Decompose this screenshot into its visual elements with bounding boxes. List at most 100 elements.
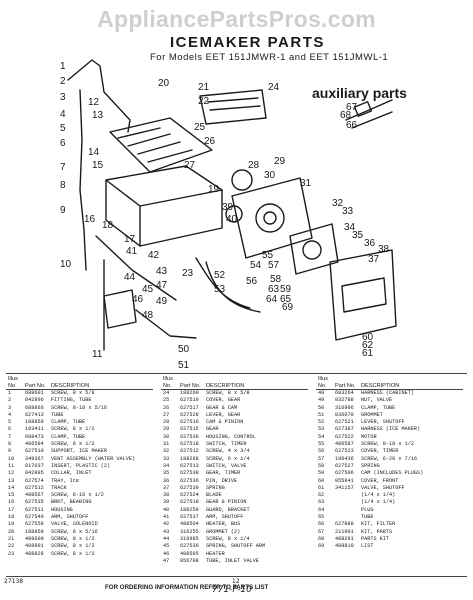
cell-part-no: 627517 <box>180 404 199 411</box>
cell-illus-no: 27 <box>163 411 170 418</box>
cell-part-no: 188259 <box>180 506 199 513</box>
cell-illus-no: 9 <box>8 448 12 455</box>
cell-part-no: 688866 <box>25 404 44 411</box>
cell-description: SCREW, 8 x 1/4 <box>206 535 250 542</box>
cell-description: SCREW, 8 x 1/2 <box>51 550 95 557</box>
cell-illus-no: 25 <box>163 397 170 404</box>
cell-description: KIT, PARTS <box>361 528 393 535</box>
header-description: DESCRIPTION <box>206 382 245 389</box>
callout-label: 63 <box>268 284 280 295</box>
cell-illus-no: 61 <box>318 484 325 491</box>
callout-label: 9 <box>60 205 66 216</box>
cell-description: PIN, DRIVE <box>206 477 238 484</box>
cell-illus-no: 64 <box>318 506 325 513</box>
callout-label: 42 <box>148 250 160 261</box>
cell-part-no: 627536 <box>180 433 199 440</box>
cell-illus-no: 7 <box>8 433 12 440</box>
cell-illus-no: 68 <box>318 535 325 542</box>
cell-description: HEATER, BUS <box>206 521 241 528</box>
cell-part-no: 688601 <box>25 390 44 396</box>
callout-label: 11 <box>92 349 103 360</box>
cell-part-no: 627510 <box>25 448 44 455</box>
cell-description: SPRING <box>361 462 380 469</box>
cell-part-no: 488600 <box>25 535 44 542</box>
cell-illus-no: 37 <box>163 484 170 491</box>
cell-illus-no: 35 <box>163 470 170 477</box>
table-row: 62(1/4 x 1/4) <box>316 492 463 499</box>
cell-part-no: 688473 <box>25 433 44 440</box>
cell-description: GROMMET <box>361 411 383 418</box>
callout-label: 69 <box>282 302 294 313</box>
cell-description: SCREW, 8-18 x 5/16 <box>51 404 108 411</box>
cell-description: SCREW, 8 x 1/2 <box>51 441 95 448</box>
cell-description: SCREW, 8-18 x 1/2 <box>361 441 414 448</box>
cell-description: SCREW, 6 x 1/4 <box>206 455 250 462</box>
support-housing <box>105 165 223 247</box>
callout-labels: 1 2 3 4 5 6 7 8 9 10 11 12 13 14 15 16 1… <box>60 61 390 371</box>
control-housing <box>231 177 313 259</box>
cell-part-no: 627540 <box>25 514 44 521</box>
callout-label: 14 <box>88 147 100 158</box>
cell-description: GEAR <box>206 426 219 433</box>
cell-description: COLLAR, INLET <box>51 470 92 477</box>
cell-part-no: 488505 <box>180 550 199 557</box>
cell-description: SCREW, 8 x 1/2 <box>51 426 95 433</box>
cell-description: GUARD, BRACKET <box>206 506 250 513</box>
callout-label: 52 <box>214 270 226 281</box>
cell-illus-no: 59 <box>318 470 325 477</box>
aux-filter <box>345 99 393 129</box>
cell-illus-no: 19 <box>8 521 15 528</box>
cell-illus-no: 65 <box>318 514 325 521</box>
cell-illus-no: 31 <box>163 441 170 448</box>
cell-description: LIST <box>361 543 374 550</box>
table-top-rule <box>6 373 467 374</box>
cell-part-no: 316255 <box>180 528 199 535</box>
cell-part-no: 627538 <box>180 470 199 477</box>
cell-part-no: 627506 <box>335 470 354 477</box>
cell-illus-no: 12 <box>8 470 15 477</box>
cell-part-no: 856708 <box>180 557 199 564</box>
cell-illus-no: 10 <box>8 455 15 462</box>
callout-label: 65 <box>280 294 292 305</box>
cell-illus-no: 39 <box>163 499 170 506</box>
cell-part-no: 193411 <box>25 426 44 433</box>
header-illus-no: Illus No. <box>8 376 18 389</box>
cell-illus-no: 38 <box>163 492 170 499</box>
cell-part-no: 817037 <box>25 462 44 469</box>
solenoid-valve <box>103 289 137 329</box>
cell-illus-no: 29 <box>163 426 170 433</box>
cell-illus-no: 3 <box>8 404 12 411</box>
callout-label: 47 <box>156 280 168 291</box>
cell-part-no <box>333 499 359 506</box>
cell-illus-no: 54 <box>318 433 325 440</box>
table-bottom-rule <box>6 576 467 577</box>
ice-tray <box>109 117 213 173</box>
cell-part-no: 488828 <box>25 550 44 557</box>
cell-description: (1/4 x 1/4) <box>361 492 396 499</box>
cell-part-no: 627558 <box>25 521 44 528</box>
cell-description: MOTOR <box>361 433 377 440</box>
cell-illus-no: 58 <box>318 462 325 469</box>
cell-illus-no: 6 <box>8 426 12 433</box>
callout-label: 38 <box>378 244 390 255</box>
